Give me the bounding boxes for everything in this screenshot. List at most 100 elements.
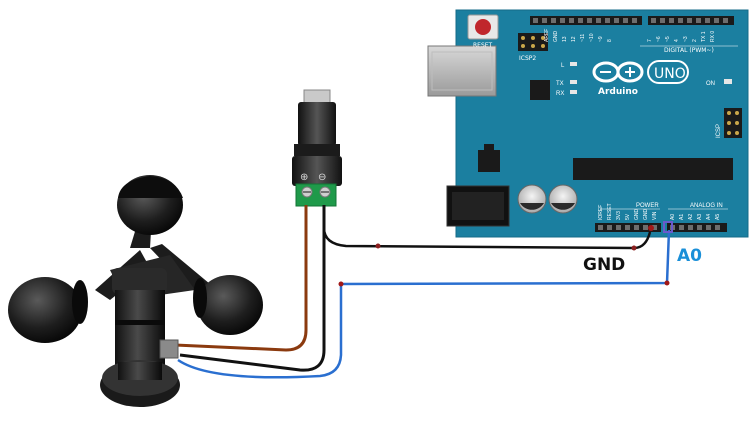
header-pin — [533, 18, 538, 23]
svg-text:ICSP: ICSP — [716, 124, 722, 138]
wire-brown — [174, 205, 308, 352]
pin-label-digital: ~6 — [656, 36, 662, 42]
pin-label-power: IOREF — [598, 205, 604, 220]
gnd-connection-label: GND — [583, 255, 626, 275]
header-pin — [607, 225, 612, 230]
icsp-header: ICSP — [716, 108, 742, 138]
pin-label-analog: A2 — [688, 214, 694, 220]
header-pin — [569, 18, 574, 23]
header-pin — [678, 18, 683, 23]
reset-label: RESET — [473, 42, 493, 49]
header-pin — [688, 225, 693, 230]
pin-label-digital: 4 — [674, 39, 680, 42]
svg-text:RX: RX — [556, 91, 564, 97]
pin-label-digital: 8 — [607, 39, 613, 42]
status-leds: L TX RX — [556, 62, 577, 97]
pin-label-digital: 7 — [647, 39, 653, 42]
icsp2-header: ICSP2 — [518, 33, 548, 62]
board-pcb — [448, 10, 748, 237]
header-pin — [614, 18, 619, 23]
pin-label-digital: TX 1 — [701, 31, 707, 42]
header-pin — [616, 225, 621, 230]
pin-label-power: RESET — [607, 203, 613, 220]
pin-label-power: GND — [634, 209, 640, 221]
pin-label-digital: 2 — [692, 39, 698, 42]
on-label: ON — [706, 81, 715, 87]
wire-black-gnd — [322, 215, 652, 250]
cup-left — [8, 277, 88, 343]
header-pin — [679, 225, 684, 230]
header-pin — [687, 18, 692, 23]
header-pin — [632, 18, 637, 23]
dc-jack-adapter: ⊕ ⊖ — [292, 89, 342, 207]
header-pin — [605, 18, 610, 23]
header-pin — [578, 18, 583, 23]
terminal-plus: ⊕ — [300, 172, 308, 183]
cup-top — [117, 175, 183, 235]
header-pin — [625, 225, 630, 230]
header-pin — [551, 18, 556, 23]
header-pin — [643, 225, 648, 230]
analog-section-label: ANALOG IN — [690, 203, 723, 209]
svg-text:TX: TX — [556, 81, 564, 87]
header-pin — [560, 18, 565, 23]
pin-label-digital: 13 — [562, 36, 568, 42]
arduino-logo: UNO Arduino — [592, 60, 689, 97]
pin-label-analog: A3 — [697, 214, 703, 220]
anemometer-sensor — [8, 175, 263, 407]
pin-label-power: 3V3 — [616, 211, 622, 220]
header-pin — [715, 225, 720, 230]
board-name: Arduino — [598, 87, 638, 97]
pin-label-digital: ~9 — [598, 36, 604, 42]
header-pin — [696, 18, 701, 23]
board-model: UNO — [654, 66, 686, 82]
pin-label-power: 5V — [625, 213, 631, 220]
pin-label-digital: ~11 — [580, 34, 586, 42]
header-pin — [714, 18, 719, 23]
header-pin — [697, 225, 702, 230]
pin-label-gnd: GND — [553, 31, 559, 43]
header-pin — [587, 18, 592, 23]
header-pin — [706, 225, 711, 230]
digital-section-label: DIGITAL (PWM~) — [664, 47, 714, 54]
sensor-connector — [159, 339, 179, 359]
power-section-label: POWER — [636, 203, 659, 209]
header-pin — [542, 18, 547, 23]
pin-label-digital: 12 — [571, 36, 577, 42]
pin-label-analog: A5 — [715, 214, 721, 220]
svg-text:L: L — [561, 63, 565, 69]
pin-label-analog: A0 — [670, 214, 676, 220]
a0-connection-label: A0 — [677, 246, 702, 266]
header-pin — [660, 18, 665, 23]
pin-label-digital: ~10 — [589, 33, 595, 42]
pin-label-digital: ~3 — [683, 36, 689, 42]
wire-blue-a0 — [177, 229, 671, 379]
pin-label-digital: ~5 — [665, 36, 671, 42]
header-pin — [705, 18, 710, 23]
usb-port — [427, 45, 497, 97]
header-pin — [598, 225, 603, 230]
screw-terminal: ⊕ ⊖ — [295, 172, 337, 207]
pin-label-digital: RX 0 — [710, 31, 716, 42]
header-pin — [669, 18, 674, 23]
pin-label-power: GND — [643, 209, 649, 221]
header-pin — [623, 18, 628, 23]
header-pin — [651, 18, 656, 23]
pin-label-analog: A4 — [706, 214, 712, 220]
voltage-regulator — [478, 150, 500, 172]
header-pin — [634, 225, 639, 230]
header-pin — [652, 225, 657, 230]
wires — [174, 205, 673, 379]
atmega-chip — [573, 158, 733, 180]
pin-label-analog: A1 — [679, 214, 685, 220]
digital-header-pins — [533, 18, 728, 23]
terminal-minus: ⊖ — [318, 172, 326, 183]
wire-black-sensor — [179, 205, 326, 372]
header-pin — [723, 18, 728, 23]
usb-chip — [530, 80, 550, 100]
pin-label-aref: AREF — [544, 29, 550, 42]
